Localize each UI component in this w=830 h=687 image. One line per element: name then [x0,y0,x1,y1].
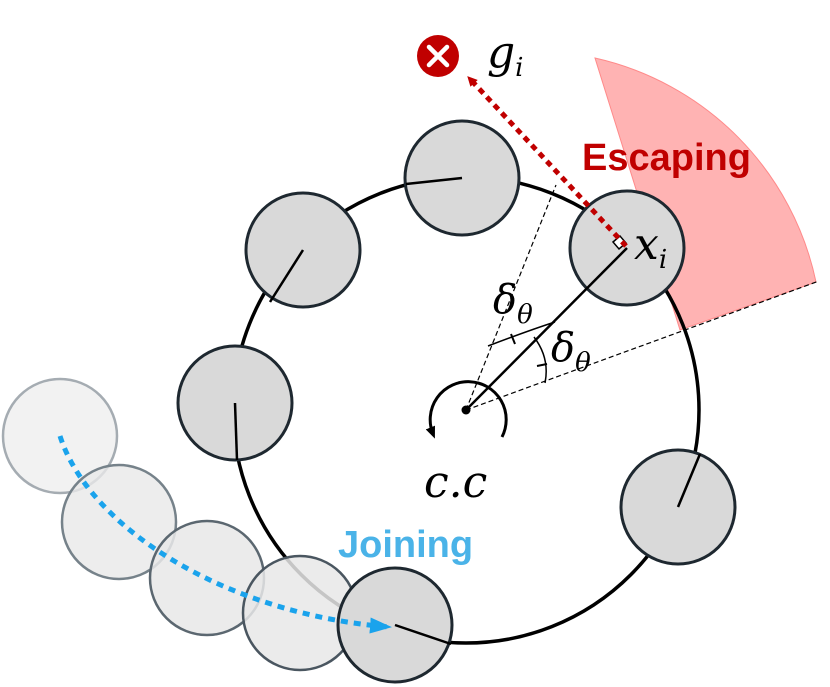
agent-label: xi [634,219,667,275]
delta-label-lower: δθ [551,325,591,378]
circle-center [461,405,471,415]
escape-arrow [467,76,628,248]
delta-tick [536,363,548,367]
escaping-sector [594,57,817,331]
goal-label: gi [487,27,524,83]
sector-bound-right [465,280,820,411]
delta-arc-right [533,336,547,384]
delta-label-upper: δθ [493,277,533,330]
joining-arrow [57,435,392,634]
joining-label: Joining [338,524,473,566]
center-label: c.c [424,457,487,508]
delta-arc-left [487,321,556,347]
agent-462-178 [403,119,521,237]
escaping-label: Escaping [582,137,751,179]
agent-235-403 [176,344,294,462]
delta-tick [510,333,516,345]
agent-joined [336,566,454,684]
radius-line [465,247,628,411]
counterclockwise-arrow-icon [425,380,508,439]
agent-678-507 [619,448,737,566]
x-circle-icon [417,35,459,77]
sector-bound-left [465,184,557,411]
agent-303-250 [244,191,362,309]
